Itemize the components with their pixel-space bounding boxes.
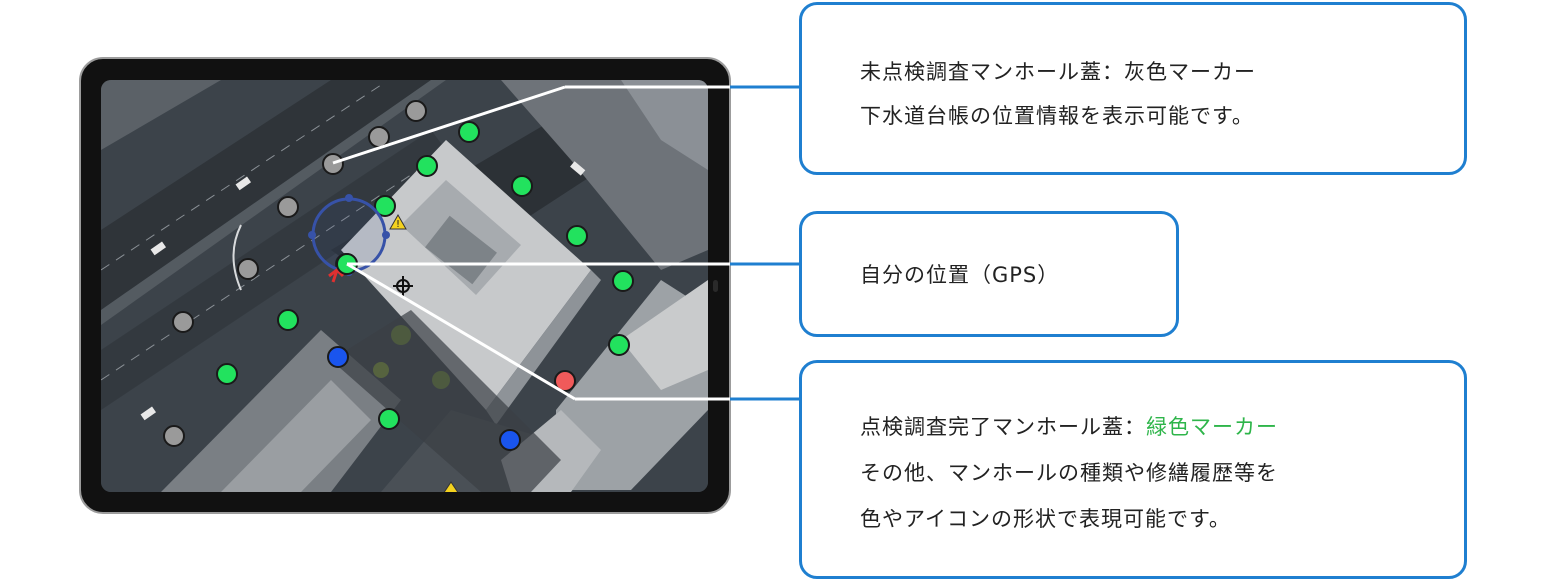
callout-checked-description-1: その他、マンホールの種類や修繕履歴等を — [860, 461, 1278, 485]
warning-icon-bottom — [443, 481, 459, 492]
marker-gray-4[interactable] — [277, 196, 299, 218]
map-overlay-icons: ! — [308, 194, 459, 492]
gps-position-ring-icon[interactable] — [308, 194, 390, 276]
marker-gray-6[interactable] — [172, 311, 194, 333]
marker-green-5[interactable] — [566, 225, 588, 247]
marker-gray-5[interactable] — [237, 258, 259, 280]
callout-unchecked-description: 下水道台帳の位置情報を表示可能です。 — [860, 104, 1254, 128]
marker-blue-2[interactable] — [499, 429, 521, 451]
marker-green-11[interactable] — [378, 408, 400, 430]
callout-checked-title: 点検調査完了マンホール蓋： — [860, 415, 1146, 439]
tablet-side-button — [713, 280, 718, 292]
crosshair-icon — [393, 276, 413, 296]
warning-icon: ! — [389, 213, 407, 230]
callout-checked-description-2: 色やアイコンの形状で表現可能です。 — [860, 507, 1231, 531]
svg-text:!: ! — [396, 219, 400, 230]
marker-green-10[interactable] — [216, 363, 238, 385]
direction-arrow-icon — [328, 268, 345, 283]
map-screen[interactable]: ! — [101, 80, 708, 492]
gps-self-marker[interactable] — [336, 253, 358, 275]
marker-green-4[interactable] — [374, 195, 396, 217]
marker-gray-7[interactable] — [163, 425, 185, 447]
callout-unchecked-marker-label: 灰色マーカー — [1124, 60, 1256, 84]
callout-gps-label: 自分の位置（GPS） — [860, 263, 1060, 287]
marker-green-9[interactable] — [608, 334, 630, 356]
callout-unchecked-manhole: 未点検調査マンホール蓋：灰色マーカー 下水道台帳の位置情報を表示可能です。 — [799, 2, 1467, 175]
callout-checked-manhole: 点検調査完了マンホール蓋：緑色マーカー その他、マンホールの種類や修繕履歴等を … — [799, 360, 1467, 579]
callout-unchecked-title: 未点検調査マンホール蓋： — [860, 60, 1124, 84]
marker-green-7[interactable] — [612, 270, 634, 292]
callout-gps: 自分の位置（GPS） — [799, 211, 1179, 337]
marker-green-8[interactable] — [277, 309, 299, 331]
callout-checked-marker-label: 緑色マーカー — [1146, 415, 1278, 439]
marker-green-3[interactable] — [511, 175, 533, 197]
